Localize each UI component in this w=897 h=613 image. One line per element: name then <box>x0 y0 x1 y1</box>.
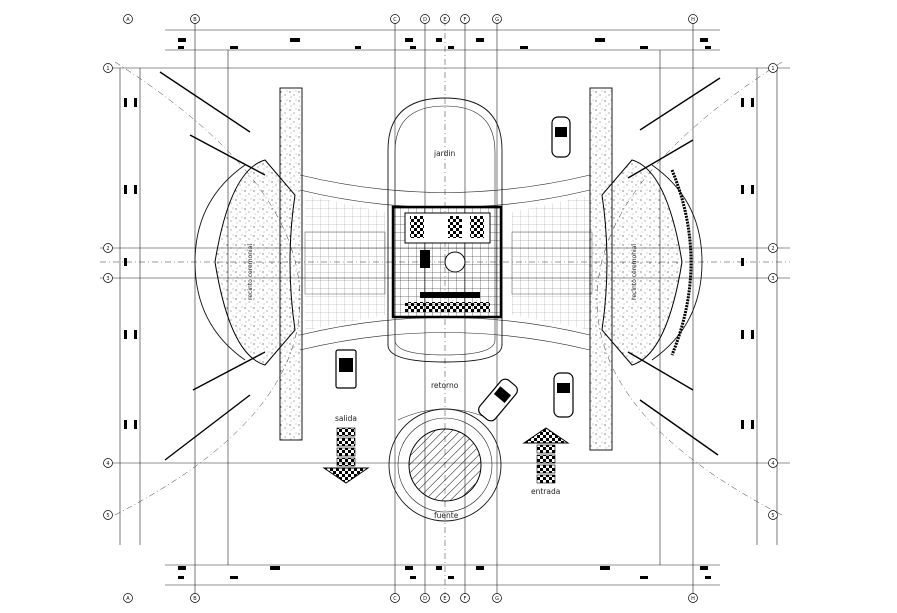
svg-text:D: D <box>423 596 427 602</box>
grid-bubble-left-4: 4 <box>103 458 113 468</box>
svg-text:A: A <box>126 596 130 602</box>
svg-text:B: B <box>193 17 197 23</box>
svg-text:2: 2 <box>106 246 109 252</box>
central-plaza <box>387 97 503 363</box>
grid-bubbles-side: 1 1 2 2 3 3 4 4 5 5 <box>103 63 778 520</box>
stair-seating <box>299 174 593 351</box>
svg-text:C: C <box>393 596 397 602</box>
svg-text:C: C <box>393 17 397 23</box>
grid-bubble-top-D: D <box>420 14 430 24</box>
grid-bubble-bottom-D: D <box>420 593 430 603</box>
car-left <box>335 349 357 389</box>
grid-bubble-bottom-G: G <box>492 593 502 603</box>
label-retorno: retorno <box>431 381 459 390</box>
fountain <box>388 408 502 522</box>
svg-text:A: A <box>126 17 130 23</box>
grid-bubbles-bottom: A B C D E F G H <box>123 593 698 603</box>
grid-bubble-top-E: E <box>440 14 450 24</box>
svg-text:1: 1 <box>106 66 109 72</box>
grid-bubble-top-H: H <box>688 14 698 24</box>
label-fuente: fuente <box>434 511 459 520</box>
grid-bubble-bottom-A: A <box>123 593 133 603</box>
svg-text:3: 3 <box>106 276 109 282</box>
svg-text:2: 2 <box>771 246 774 252</box>
svg-text:G: G <box>495 596 499 602</box>
dimension-ticks <box>124 38 754 579</box>
grid-bubble-right-4: 4 <box>768 458 778 468</box>
svg-text:5: 5 <box>106 513 109 519</box>
grid-bubble-right-5: 5 <box>768 510 778 520</box>
svg-text:F: F <box>464 596 467 602</box>
label-jardin: jardin <box>433 149 455 158</box>
svg-text:F: F <box>464 17 467 23</box>
svg-text:4: 4 <box>771 461 774 467</box>
label-right-building: recinto ceremonial <box>631 244 638 300</box>
svg-text:3: 3 <box>771 276 774 282</box>
grid-bubble-top-G: G <box>492 14 502 24</box>
grid-bubble-left-2: 2 <box>103 243 113 253</box>
exit-arrow <box>322 427 370 484</box>
pillars <box>279 87 613 451</box>
car-bottom-right <box>553 372 574 418</box>
grid-bubble-right-3: 3 <box>768 273 778 283</box>
car-center <box>478 378 518 422</box>
grid-bubble-top-B: B <box>190 14 200 24</box>
grid-bubble-bottom-C: C <box>390 593 400 603</box>
grid-bubble-left-1: 1 <box>103 63 113 73</box>
svg-text:G: G <box>495 17 499 23</box>
svg-text:5: 5 <box>771 513 774 519</box>
svg-text:D: D <box>423 17 427 23</box>
svg-text:B: B <box>193 596 197 602</box>
svg-text:4: 4 <box>106 461 109 467</box>
grid-bubble-right-2: 2 <box>768 243 778 253</box>
car-top-right <box>551 116 571 158</box>
label-entrada: entrada <box>531 487 560 496</box>
grid-bubble-bottom-H: H <box>688 593 698 603</box>
grid-bubble-bottom-F: F <box>460 593 470 603</box>
grid-bubble-top-F: F <box>460 14 470 24</box>
grid-bubble-top-A: A <box>123 14 133 24</box>
svg-text:H: H <box>691 17 695 23</box>
grid-bubble-right-1: 1 <box>768 63 778 73</box>
grid-bubbles-top: A B C D E F G H <box>123 14 698 24</box>
grid-bubble-bottom-E: E <box>440 593 450 603</box>
right-recinto <box>601 159 703 366</box>
svg-text:1: 1 <box>771 66 774 72</box>
svg-text:E: E <box>443 17 446 23</box>
svg-text:H: H <box>691 596 695 602</box>
left-recinto <box>194 159 296 366</box>
grid-bubble-left-3: 3 <box>103 273 113 283</box>
label-left-building: recinto ceremonial <box>247 244 254 300</box>
label-salida: salida <box>335 414 357 423</box>
entrance-arrow <box>522 427 570 484</box>
outer-frame <box>119 29 778 586</box>
grid-bubble-bottom-B: B <box>190 593 200 603</box>
grid-bubble-top-C: C <box>390 14 400 24</box>
grid-bubble-left-5: 5 <box>103 510 113 520</box>
svg-text:E: E <box>443 596 446 602</box>
